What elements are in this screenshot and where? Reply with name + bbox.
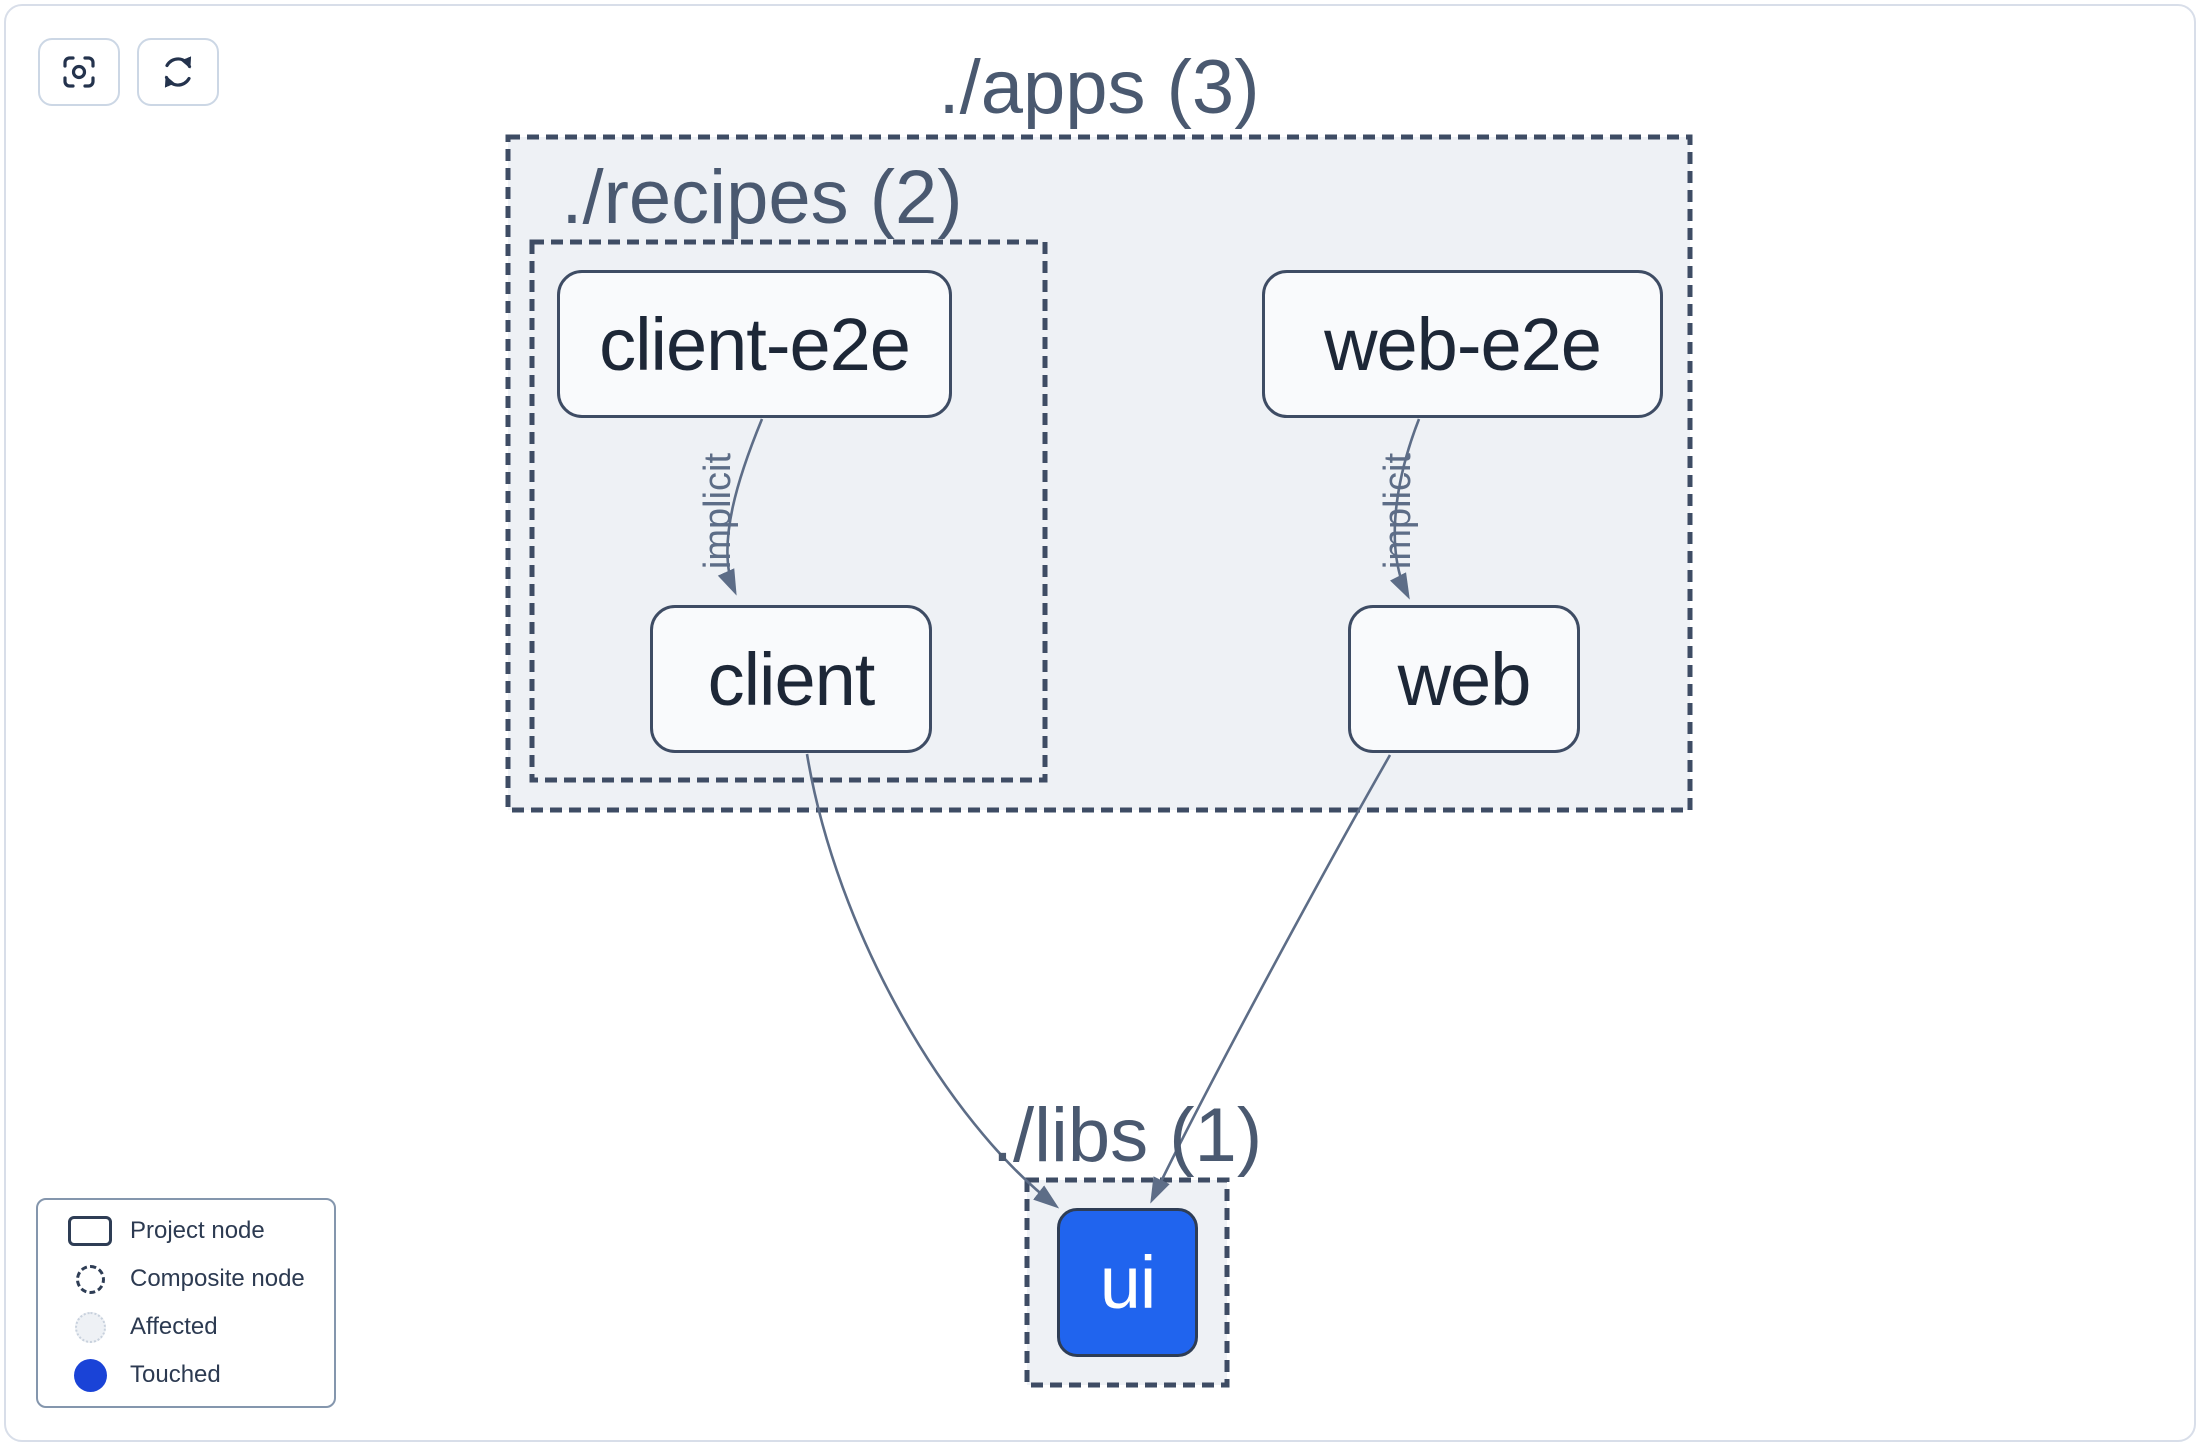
graph-legend: Project node Composite node Affected Tou…	[36, 1198, 336, 1408]
legend-item-composite-node: Composite node	[38, 1255, 334, 1303]
focus-graph-button[interactable]	[38, 38, 120, 106]
touched-swatch-icon	[73, 1358, 107, 1392]
legend-label: Project node	[130, 1217, 265, 1244]
legend-label: Composite node	[130, 1265, 305, 1292]
edge-label-implicit-client[interactable]: implicit	[697, 452, 739, 570]
legend-item-project-node: Project node	[38, 1207, 334, 1255]
edge-web-to-ui[interactable]	[1150, 754, 1392, 1204]
crosshair-focus-icon	[63, 56, 95, 88]
edge-web-e2e-to-web[interactable]	[1390, 418, 1421, 600]
edge-label-implicit-web[interactable]: implicit	[1377, 452, 1419, 570]
project-node-web-e2e[interactable]: web-e2e	[1262, 270, 1663, 418]
project-node-web[interactable]: web	[1348, 605, 1580, 753]
edge-client-to-ui[interactable]	[805, 753, 1060, 1209]
project-node-ui[interactable]: ui	[1057, 1208, 1198, 1357]
legend-item-affected: Affected	[38, 1303, 334, 1351]
composite-node-swatch-icon	[75, 1264, 105, 1294]
project-node-swatch-icon	[68, 1216, 112, 1246]
affected-swatch-icon	[74, 1311, 106, 1343]
legend-item-touched: Touched	[38, 1351, 334, 1399]
composite-title-recipes[interactable]: ./recipes (2)	[561, 155, 963, 240]
refresh-icon	[164, 56, 192, 88]
project-node-client-e2e[interactable]: client-e2e	[557, 270, 952, 418]
composite-title-libs[interactable]: ./libs (1)	[991, 1093, 1263, 1178]
project-node-client[interactable]: client	[650, 605, 932, 753]
refresh-graph-button[interactable]	[137, 38, 219, 106]
legend-label: Touched	[130, 1361, 221, 1388]
legend-label: Affected	[130, 1313, 218, 1340]
composite-title-apps[interactable]: ./apps (3)	[938, 45, 1260, 130]
edge-client-e2e-to-client[interactable]	[717, 418, 764, 596]
